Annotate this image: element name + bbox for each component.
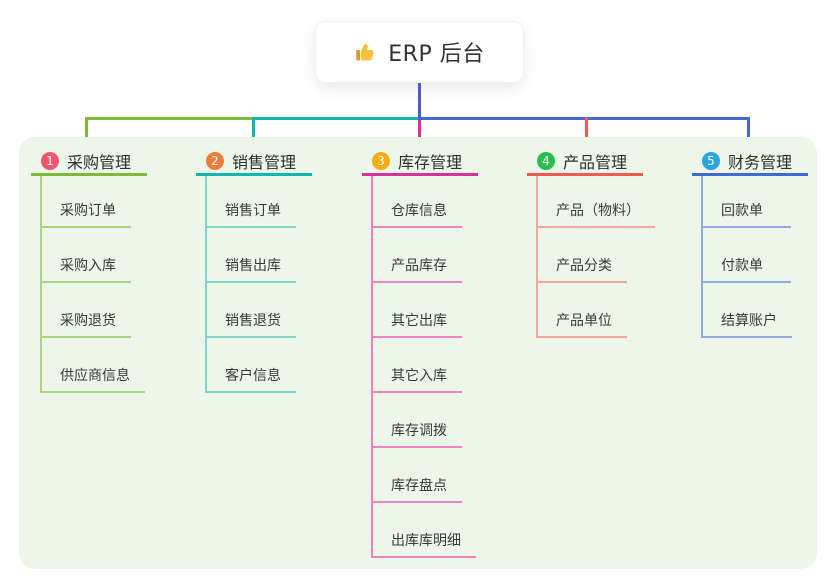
child-node[interactable]: 付款单 bbox=[703, 228, 791, 283]
branch-4: 4 产品管理 产品（物料）产品分类产品单位 bbox=[527, 148, 655, 338]
branch-number-badge: 4 bbox=[537, 151, 555, 170]
branch-title[interactable]: 3 库存管理 bbox=[362, 148, 479, 176]
child-node[interactable]: 采购入库 bbox=[42, 228, 131, 283]
branches-panel bbox=[19, 137, 817, 569]
child-node[interactable]: 产品（物料） bbox=[538, 176, 655, 228]
branch-number-badge: 2 bbox=[206, 151, 224, 170]
branch-2: 2 销售管理 销售订单销售出库销售退货客户信息 bbox=[196, 148, 313, 393]
child-node[interactable]: 产品单位 bbox=[538, 283, 627, 338]
child-node[interactable]: 仓库信息 bbox=[373, 176, 462, 228]
child-node[interactable]: 产品库存 bbox=[373, 228, 462, 283]
child-node[interactable]: 库存盘点 bbox=[373, 448, 462, 503]
child-node[interactable]: 库存调拨 bbox=[373, 393, 462, 448]
branch-label: 库存管理 bbox=[398, 152, 463, 172]
branch-label: 产品管理 bbox=[563, 152, 628, 172]
child-node[interactable]: 供应商信息 bbox=[42, 338, 145, 393]
child-node[interactable]: 采购退货 bbox=[42, 283, 131, 338]
child-node[interactable]: 其它出库 bbox=[373, 283, 462, 338]
branch-children: 仓库信息产品库存其它出库其它入库库存调拨库存盘点出库库明细 bbox=[371, 176, 476, 558]
child-node[interactable]: 结算账户 bbox=[703, 283, 792, 338]
child-node[interactable]: 销售订单 bbox=[207, 176, 296, 228]
root-title: ERP 后台 bbox=[388, 42, 485, 67]
branch-children: 产品（物料）产品分类产品单位 bbox=[536, 176, 655, 338]
branch-1: 1 采购管理 采购订单采购入库采购退货供应商信息 bbox=[31, 148, 148, 393]
child-node[interactable]: 出库库明细 bbox=[373, 503, 476, 558]
child-node[interactable]: 销售退货 bbox=[207, 283, 296, 338]
branch-label: 销售管理 bbox=[232, 152, 297, 172]
branch-label: 财务管理 bbox=[728, 152, 793, 172]
thumbs-up-icon bbox=[356, 44, 374, 61]
branch-5: 5 财务管理 回款单付款单结算账户 bbox=[692, 148, 809, 338]
branch-children: 采购订单采购入库采购退货供应商信息 bbox=[40, 176, 145, 393]
child-node[interactable]: 产品分类 bbox=[538, 228, 627, 283]
child-node[interactable]: 采购订单 bbox=[42, 176, 131, 228]
branch-number-badge: 3 bbox=[372, 151, 390, 170]
child-node[interactable]: 回款单 bbox=[703, 176, 791, 228]
child-node[interactable]: 其它入库 bbox=[373, 338, 462, 393]
branch-title[interactable]: 5 财务管理 bbox=[692, 148, 809, 176]
branch-number-badge: 1 bbox=[41, 151, 59, 170]
branch-3: 3 库存管理 仓库信息产品库存其它出库其它入库库存调拨库存盘点出库库明细 bbox=[362, 148, 479, 558]
child-node[interactable]: 销售出库 bbox=[207, 228, 296, 283]
branch-title[interactable]: 4 产品管理 bbox=[527, 148, 644, 176]
branch-title[interactable]: 2 销售管理 bbox=[196, 148, 313, 176]
branch-title[interactable]: 1 采购管理 bbox=[31, 148, 148, 176]
branch-label: 采购管理 bbox=[67, 152, 132, 172]
child-node[interactable]: 客户信息 bbox=[207, 338, 296, 393]
branch-number-badge: 5 bbox=[702, 151, 720, 170]
root-node[interactable]: ERP 后台 bbox=[315, 21, 524, 83]
branch-children: 销售订单销售出库销售退货客户信息 bbox=[205, 176, 296, 393]
branch-children: 回款单付款单结算账户 bbox=[701, 176, 792, 338]
